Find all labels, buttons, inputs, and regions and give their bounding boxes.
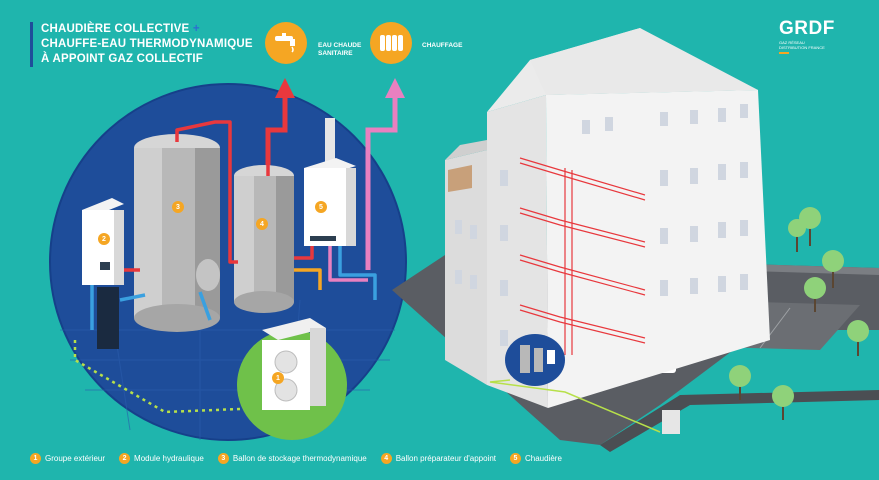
badge-component-1: 1 (272, 372, 284, 384)
storage-tank-3 (134, 134, 220, 332)
heating-badge (370, 22, 412, 64)
badge-component-5: 5 (315, 201, 327, 213)
logo-accent-bar (779, 52, 789, 54)
legend-label: Ballon de stockage thermodynamique (232, 454, 367, 463)
hydraulic-module (82, 198, 124, 285)
logo-brand: GRDF (779, 18, 835, 39)
legend: 1 Groupe extérieur 2 Module hydraulique … (30, 453, 562, 464)
trees (729, 207, 869, 420)
radiator-icon (380, 35, 403, 51)
title-plus: + (192, 23, 200, 35)
legend-number: 2 (119, 453, 131, 464)
diagram-title: CHAUDIÈRE COLLECTIVE + CHAUFFE-EAU THERM… (30, 22, 253, 67)
faucet-icon (275, 33, 295, 53)
building (445, 28, 770, 433)
title-line-2: CHAUFFE-EAU THERMODYNAMIQUE (41, 38, 253, 50)
legend-number: 5 (509, 453, 521, 464)
grdf-logo: GRDF GAZ RÉSEAU DISTRIBUTION FRANCE (779, 18, 835, 54)
heating-label: CHAUFFAGE (422, 42, 463, 49)
heating-arrow (365, 78, 405, 270)
legend-item: 4 Ballon préparateur d'appoint (380, 453, 496, 464)
logo-tagline: GAZ RÉSEAU DISTRIBUTION FRANCE (779, 40, 825, 50)
hot-water-badge (265, 22, 307, 64)
boiler-5 (304, 158, 356, 246)
legend-label: Chaudière (524, 454, 562, 463)
storage-tank-4 (234, 165, 294, 313)
hot-water-label: EAU CHAUDE SANITAIRE (318, 42, 362, 57)
title-line-3: À APPOINT GAZ COLLECTIF (41, 53, 203, 65)
badge-component-4: 4 (256, 218, 268, 230)
badge-component-3: 3 (172, 201, 184, 213)
legend-item: 3 Ballon de stockage thermodynamique (217, 453, 367, 464)
legend-label: Groupe extérieur (45, 454, 106, 463)
legend-item: 2 Module hydraulique (119, 453, 204, 464)
outdoor-unit-circle (237, 318, 347, 440)
legend-number: 1 (30, 453, 41, 464)
badge-component-2: 2 (98, 233, 110, 245)
title-line-1: CHAUDIÈRE COLLECTIVE (41, 23, 190, 35)
legend-item: 5 Chaudière (509, 453, 562, 464)
legend-number: 4 (380, 453, 392, 464)
legend-item: 1 Groupe extérieur (30, 453, 105, 464)
legend-number: 3 (217, 453, 229, 464)
hot-water-arrow (265, 78, 295, 170)
legend-label: Ballon préparateur d'appoint (395, 454, 496, 463)
legend-label: Module hydraulique (134, 454, 204, 463)
